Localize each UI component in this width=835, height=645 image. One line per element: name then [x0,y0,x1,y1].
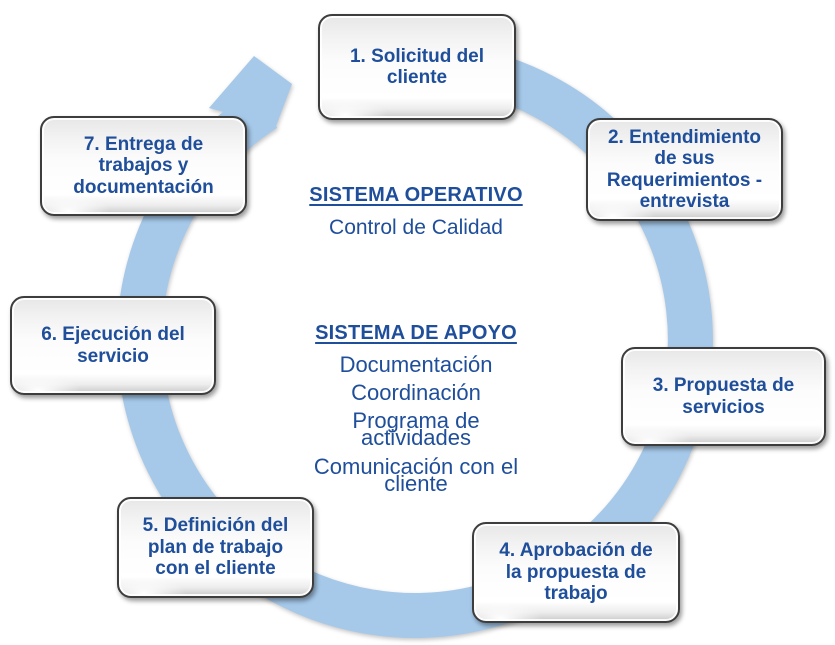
sistema-apoyo-block: SISTEMA DE APOYO Documentación Coordinac… [250,322,582,503]
step-box-1: 1. Solicitud del cliente [318,14,516,120]
sistema-operativo-block: SISTEMA OPERATIVO Control de Calidad [250,184,582,240]
step-label-7: 7. Entrega de trabajos y documentación [73,133,214,198]
sistema-apoyo-item: Coordinación [351,380,481,406]
step-box-6: 6. Ejecución del servicio [10,296,216,395]
cycle-arrowhead-icon [209,56,292,126]
step-box-4: 4. Aprobación de la propuesta de trabajo [472,522,680,623]
sistema-apoyo-heading: SISTEMA DE APOYO [315,322,517,344]
sistema-apoyo-item: Documentación [339,352,493,377]
sistema-operativo-heading: SISTEMA OPERATIVO [309,184,523,206]
sistema-apoyo-item: Comunicación con el cliente [313,453,519,496]
step-label-5: 5. Definición del plan de trabajo con el… [142,515,289,580]
step-label-1: 1. Solicitud del cliente [349,45,485,88]
step-box-7: 7. Entrega de trabajos y documentación [40,116,247,216]
step-box-5: 5. Definición del plan de trabajo con el… [117,497,314,598]
step-box-2: 2. Entendimiento de sus Requerimientos -… [586,118,783,221]
step-box-3: 3. Propuesta de servicios [621,347,826,446]
step-label-2: 2. Entendimiento de sus Requerimientos -… [606,126,763,212]
sistema-operativo-item: Control de Calidad [329,216,503,239]
sistema-apoyo-item: Programa de actividades [352,408,480,451]
step-label-6: 6. Ejecución del servicio [41,324,185,367]
step-label-3: 3. Propuesta de servicios [652,375,795,418]
step-label-4: 4. Aprobación de la propuesta de trabajo [499,540,653,605]
